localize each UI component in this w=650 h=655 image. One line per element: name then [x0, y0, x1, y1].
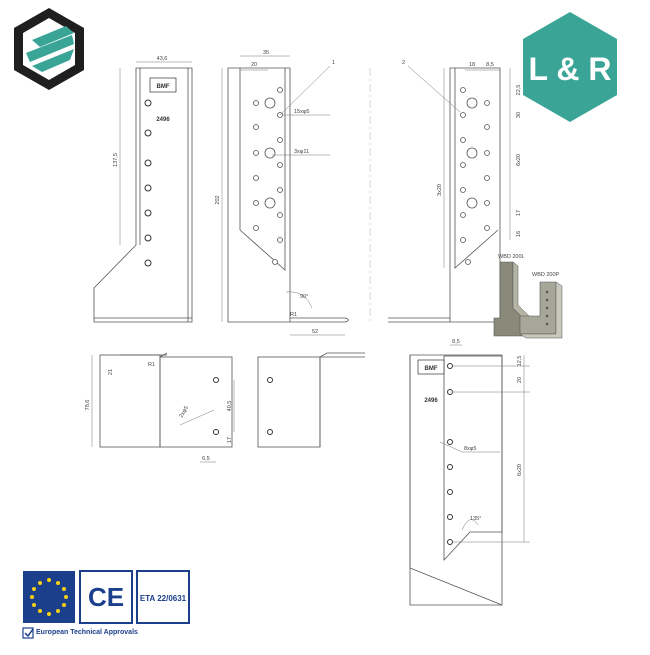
- bl-dim-786: 78,6: [85, 400, 91, 411]
- product-image-b: [519, 281, 563, 339]
- right-dim-17: 17: [516, 210, 522, 216]
- front-stamp-brand: BMF: [157, 84, 170, 90]
- right-dim-30: 30: [516, 112, 522, 118]
- side-hole-label-15: 15xφ5: [294, 109, 310, 115]
- side-dim-202: 202: [215, 195, 221, 204]
- right-dim-85: 8,5: [486, 62, 494, 68]
- side-hole-label-3: 3xφ11: [294, 149, 309, 155]
- side-dim-52: 52: [312, 329, 318, 335]
- bottom-right-view: BMF 2496 8,5 12,5 20 6x20 8xφ5 135°: [409, 339, 530, 606]
- right-dim-6x20: 3x20: [437, 184, 443, 196]
- product-thumbnails: WBD 200L WBD 200P: [493, 254, 563, 339]
- br-dim-85: 8,5: [452, 339, 460, 345]
- ce-badge-text: CE: [88, 582, 124, 612]
- product-label-b: WBD 200P: [532, 272, 560, 278]
- eta-badge-text: ETA 22/0631: [140, 594, 187, 603]
- front-stamp-code: 2496: [156, 117, 170, 123]
- ce-badge: CE: [79, 570, 133, 624]
- bl-dim-405: 40,5: [227, 401, 233, 412]
- side-view-right: 18 8,5 2 3x20 22,5 30 6x20 17 16: [388, 60, 522, 323]
- side-view-left: 35 20 202 1 15xφ5 3xφ11 90° R1 52: [215, 50, 349, 336]
- side-radius: R1: [290, 312, 297, 318]
- side-dim-20: 20: [251, 62, 257, 68]
- callout-2: 2: [402, 60, 405, 66]
- front-dim-height: 137,5: [113, 153, 119, 167]
- br-angle-135: 135°: [470, 516, 481, 522]
- br-hole-label: 8xφ5: [464, 446, 476, 452]
- bl-dim-65: 6,5: [202, 456, 210, 462]
- eta-badge: ETA 22/0631: [136, 570, 190, 624]
- callout-1: 1: [332, 60, 335, 66]
- br-stamp-brand: BMF: [425, 366, 438, 372]
- br-dim-125: 12,5: [517, 356, 523, 367]
- bl-hole-label: 2xφ5: [179, 405, 190, 419]
- eu-flag-badge: [23, 571, 75, 623]
- br-dim-20: 20: [517, 377, 523, 383]
- br-dim-6x20: 6x20: [517, 464, 523, 476]
- right-dim-16: 16: [516, 231, 522, 237]
- bl-dim-81: R1: [148, 362, 155, 368]
- brand-hexagon-logo: [14, 8, 84, 90]
- lr-logo: L & R: [523, 12, 617, 122]
- front-view: BMF 2496 137,5 43,6: [93, 56, 193, 323]
- bl-dim-17: 17: [227, 437, 233, 443]
- right-dim-18: 18: [469, 62, 475, 68]
- approval-check-icon: [22, 627, 34, 639]
- bl-dim-21: 21: [108, 369, 114, 375]
- bottom-middle-view: [257, 352, 365, 448]
- right-dim-225: 22,5: [516, 85, 522, 96]
- front-dim-width: 43,6: [157, 56, 168, 62]
- side-angle-90: 90°: [300, 294, 308, 300]
- right-dim-3x20: 6x20: [516, 154, 522, 166]
- side-dim-35: 35: [263, 50, 269, 56]
- bottom-left-view: 78,6 21 R1 40,5 17 2xφ5 6,5: [85, 352, 235, 463]
- product-label-a: WBD 200L: [498, 254, 525, 260]
- br-stamp-code: 2496: [424, 398, 438, 404]
- lr-logo-text: L & R: [529, 51, 612, 87]
- approvals-label: European Technical Approvals: [36, 629, 138, 636]
